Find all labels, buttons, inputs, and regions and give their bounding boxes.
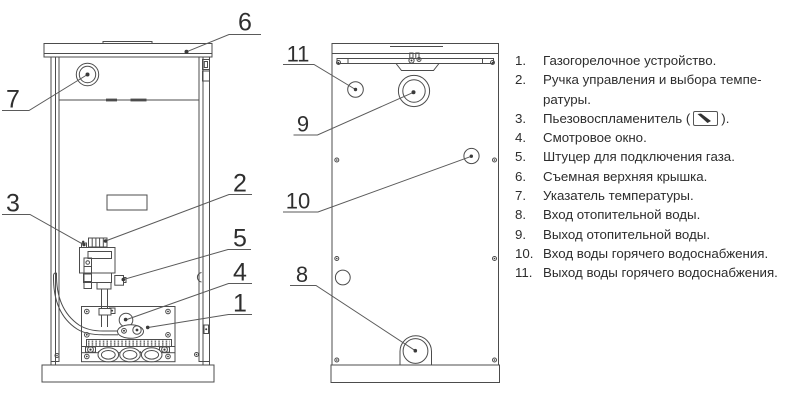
- legend-item-text: Выход отопительной воды.: [543, 226, 711, 242]
- legend-item-text-after: ).: [721, 110, 730, 126]
- side-hole: [196, 272, 202, 283]
- pilot-group: [117, 324, 144, 339]
- legend-item-9: 9. Выход отопительной воды.: [515, 225, 800, 244]
- top-cover: [43, 41, 213, 58]
- callout-10: 10: [286, 189, 310, 214]
- callout-6: 6: [238, 9, 252, 37]
- valve-down-pipe: [98, 289, 112, 327]
- legend-item-8: 8. Вход отопительной воды.: [515, 205, 800, 224]
- legend-item-number: 2.: [515, 72, 527, 88]
- legend-item-number: 3.: [515, 110, 527, 126]
- back-callouts: 11 9 10 8: [283, 42, 473, 353]
- hinge: [202, 59, 210, 82]
- front-callouts: 6 7 3 2 5 4 1: [2, 9, 261, 330]
- control-knob: [88, 237, 108, 248]
- cabinet-frame: [50, 57, 210, 365]
- legend-item-1: 1. Газогорелочное устройство.: [515, 51, 800, 70]
- legend-item-number: 5.: [515, 149, 527, 165]
- burner-tubes: [97, 347, 163, 363]
- legend-item-number: 6.: [515, 168, 527, 184]
- legend-item-text: Пьезовоспламенитель ().: [543, 109, 800, 128]
- legend-item-6: 6. Съемная верхняя крышка.: [515, 167, 800, 186]
- callout-4: 4: [233, 259, 247, 287]
- legend-item-text: Вход воды горячего водоснабжения.: [543, 245, 769, 261]
- callout-1: 1: [233, 290, 247, 318]
- callout-2: 2: [233, 170, 247, 198]
- callout-8: 8: [296, 262, 308, 287]
- legend-item-text: Указатель температуры.: [543, 188, 694, 204]
- legend-item-5: 5. Штуцер для подключения газа.: [515, 147, 800, 166]
- back-view: 11 9 10 8: [283, 42, 500, 383]
- legend-item-11: 11. Выход воды горячего водоснабжения.: [515, 263, 800, 282]
- legend-item-text: Съемная верхняя крышка.: [543, 168, 708, 184]
- piezo-spark-icon: [693, 110, 719, 126]
- legend-item-4: 4. Смотровое окно.: [515, 128, 800, 147]
- callout-3: 3: [6, 190, 20, 218]
- legend-item-text: Газогорелочное устройство.: [543, 53, 717, 68]
- back-base-plinth: [330, 364, 500, 383]
- legend-item-text: Ручка управления и выбора темпе- ратуры.: [543, 72, 762, 107]
- front-view: 6 7 3 2 5 4 1: [2, 9, 261, 383]
- legend-item-number: 4.: [515, 130, 527, 146]
- legend-item-number: 7.: [515, 188, 527, 204]
- legend-item-number: 8.: [515, 207, 527, 223]
- legend-item-text: Штуцер для подключения газа.: [543, 149, 735, 165]
- callout-7: 7: [6, 86, 20, 114]
- side-opening: [334, 269, 351, 286]
- legend-item-2: 2. Ручка управления и выбора темпе- рату…: [515, 70, 800, 109]
- nameplate: [106, 194, 148, 211]
- callout-9: 9: [297, 112, 309, 137]
- legend-item-number: 11.: [515, 265, 533, 281]
- legend-item-10: 10. Вход воды горячего водоснабжения.: [515, 244, 800, 263]
- legend-item-text: Выход воды горячего водоснабжения.: [543, 265, 778, 281]
- gas-pipe-curve: [52, 272, 118, 336]
- legend-item-number: 1.: [515, 53, 527, 68]
- base-plinth: [41, 364, 215, 383]
- legend-item-number: 10.: [515, 245, 534, 261]
- frame-screws: [54, 352, 199, 358]
- legend-item-7: 7. Указатель температуры.: [515, 186, 800, 205]
- callout-11: 11: [287, 42, 310, 67]
- legend-item-text: Вход отопительной воды.: [543, 207, 701, 223]
- legend-item-number: 9.: [515, 226, 527, 242]
- callout-5: 5: [233, 225, 247, 253]
- panel-screws: [334, 60, 497, 363]
- legend-item-3: 3. Пьезовоспламенитель ().: [515, 109, 800, 128]
- legend: 1. Газогорелочное устройство. 2. Ручка у…: [515, 51, 800, 283]
- legend-item-text-before: Пьезовоспламенитель (: [543, 110, 691, 126]
- gas-valve: [79, 237, 127, 327]
- legend-item-text: Смотровое окно.: [543, 130, 647, 146]
- burner-box-bolts: [84, 308, 171, 360]
- latch: [203, 324, 209, 334]
